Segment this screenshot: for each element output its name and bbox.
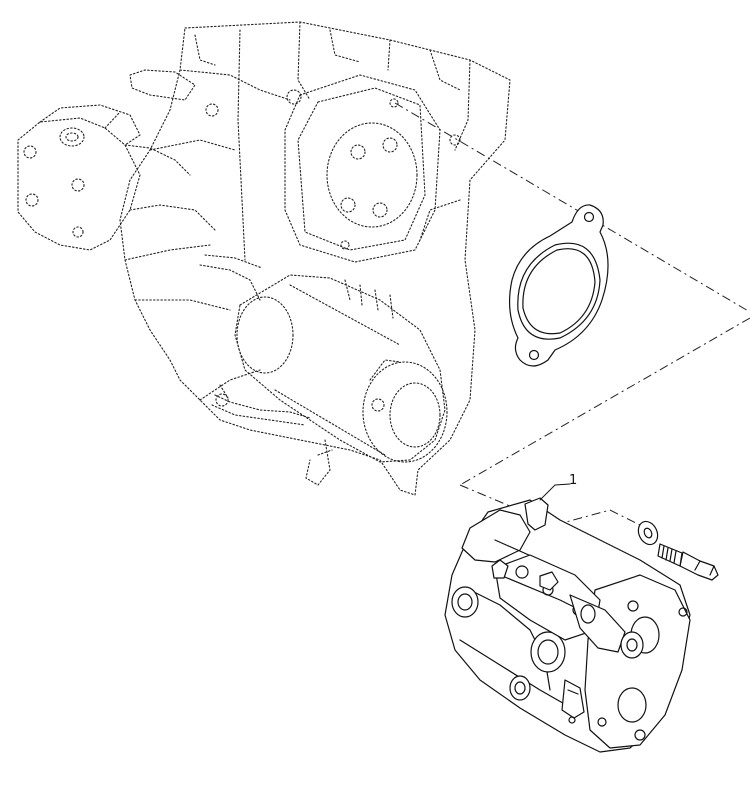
starter-motor bbox=[234, 274, 448, 486]
hydraulic-pump bbox=[444, 497, 691, 753]
gasket bbox=[508, 204, 609, 367]
callout-1-label: 1 bbox=[569, 473, 577, 488]
washer bbox=[637, 520, 659, 546]
pump-mounting-flange bbox=[284, 74, 441, 263]
left-mounting-bracket bbox=[17, 69, 216, 251]
callout-1: 1 bbox=[539, 473, 577, 501]
engine-housing-outline bbox=[119, 21, 511, 496]
wiring-harness bbox=[199, 254, 394, 426]
bolt bbox=[657, 543, 719, 581]
assembly-centerlines bbox=[394, 102, 750, 531]
